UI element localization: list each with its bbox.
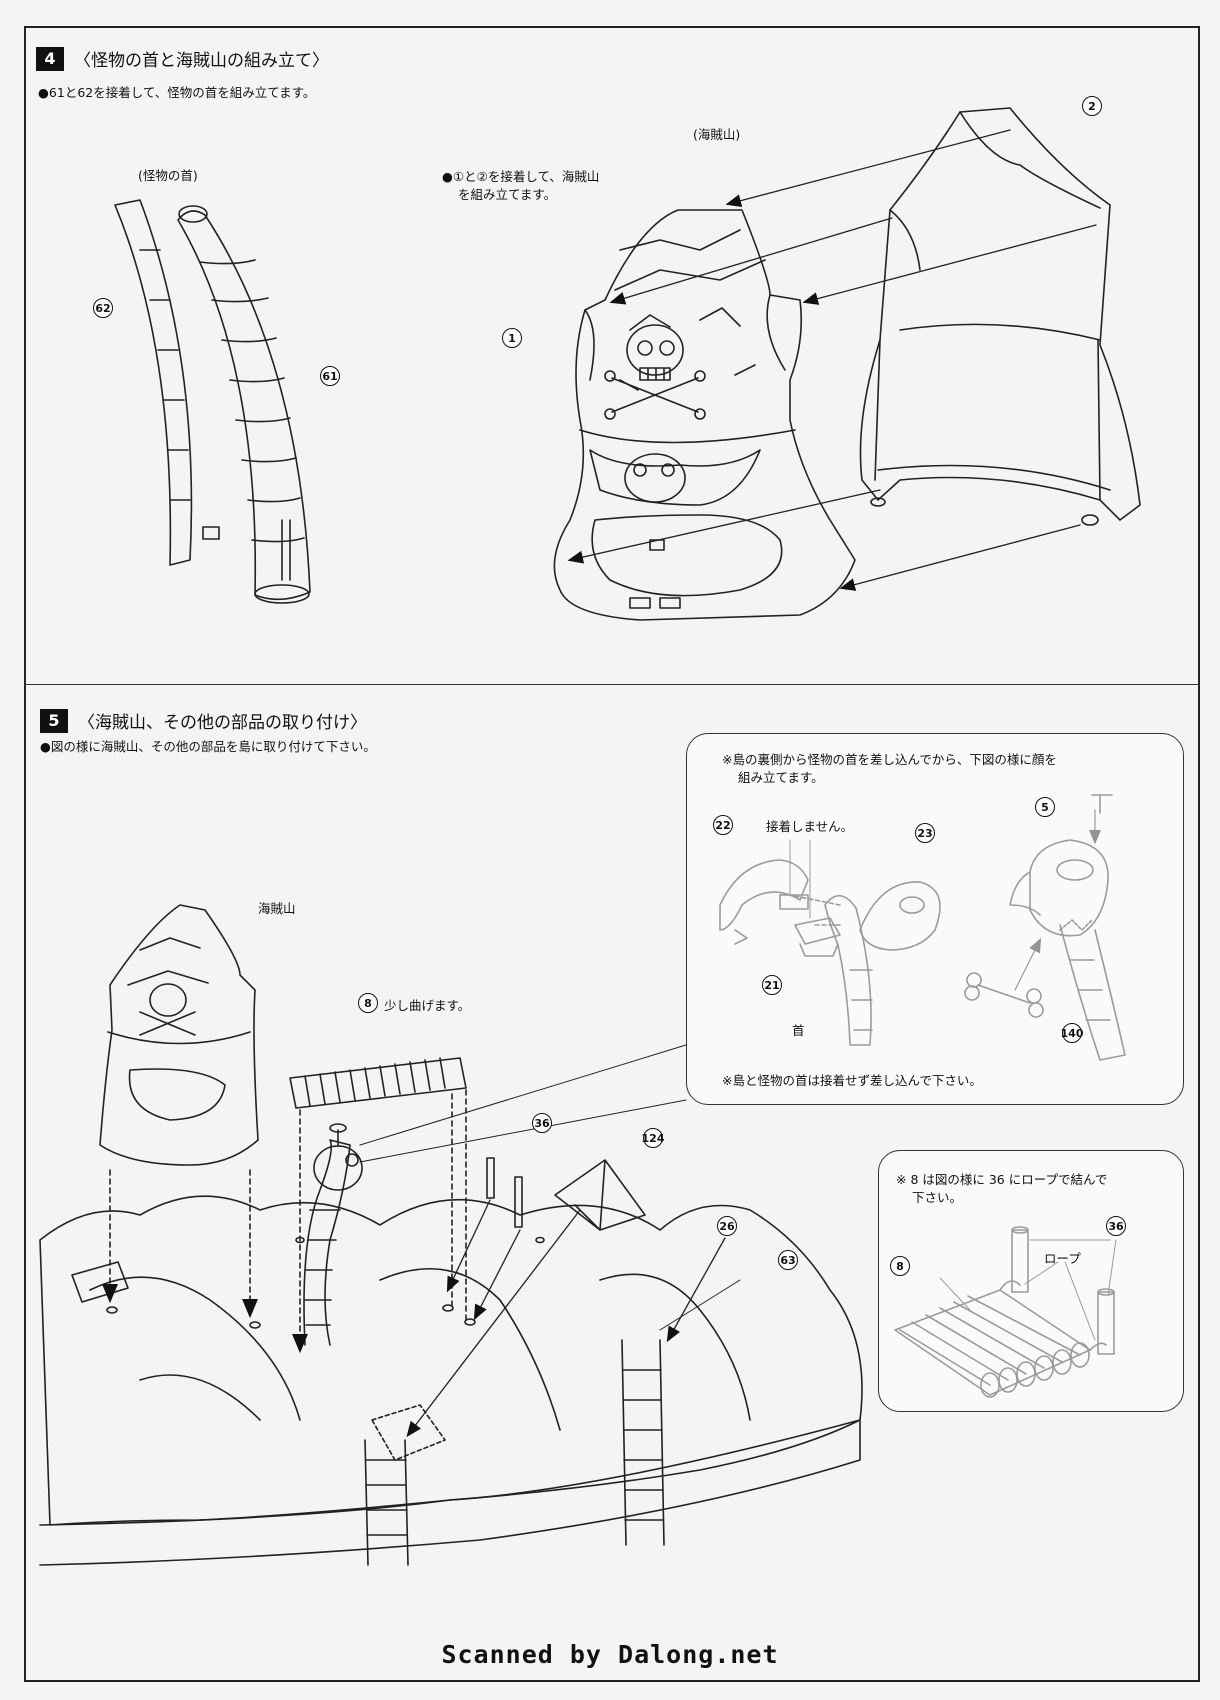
part-2-callout: 2	[1082, 96, 1102, 116]
rope-label: ロープ	[1044, 1251, 1081, 1266]
small-pirate-mountain-drawing	[100, 905, 258, 1165]
mountain-note-line-2: を組み立てます。	[458, 187, 557, 202]
part-8-callout: 8	[358, 993, 378, 1013]
neck-head-inset	[686, 733, 1184, 1105]
section-4-title: 〈怪物の首と海賊山の組み立て〉	[74, 51, 329, 71]
ladder-26-drawing	[622, 1340, 664, 1545]
section-4-header: 4 〈怪物の首と海賊山の組み立て〉	[36, 46, 329, 71]
page-frame	[24, 26, 1200, 1682]
part-22-callout: 22	[713, 815, 733, 835]
section-5-title: 〈海賊山、その他の部品の取り付け〉	[78, 713, 367, 733]
part-63-callout: 63	[778, 1250, 798, 1270]
post-36-b-drawing	[515, 1177, 522, 1227]
rope-bridge-inset	[878, 1150, 1184, 1412]
mountain-assembly-note: ●①と②を接着して、海賊山 を組み立てます。	[442, 168, 599, 204]
part-62-callout: 62	[93, 298, 113, 318]
part-36-callout: 36	[532, 1113, 552, 1133]
part-5-callout: 5	[1035, 797, 1055, 817]
section-5-number: 5	[40, 708, 68, 733]
pirate-mountain-front-drawing	[554, 210, 855, 620]
inset-1-note: ※島の裏側から怪物の首を差し込んでから、下図の様に顔を 組み立てます。	[722, 751, 1057, 787]
part-1-callout: 1	[502, 328, 522, 348]
bend-label: 少し曲げます。	[384, 998, 471, 1013]
inset-2-note: ※ 8 は図の様に 36 にロープで結んで 下さい。	[896, 1171, 1107, 1207]
inset-1-bottom-note: ※島と怪物の首は接着せず差し込んで下さい。	[722, 1073, 982, 1088]
part-124-callout: 124	[642, 1128, 664, 1148]
post-36-a-drawing	[487, 1158, 494, 1198]
part-61-callout: 61	[320, 366, 340, 386]
rope-bridge-8-drawing	[290, 1058, 466, 1108]
section-4-note: ●61と62を接着して、怪物の首を組み立てます。	[38, 85, 316, 100]
part-21-callout: 21	[762, 975, 782, 995]
pirate-mountain-back-drawing	[860, 108, 1140, 525]
no-glue-label: 接着しません。	[766, 819, 854, 834]
inset-2-part-8-callout: 8	[890, 1256, 910, 1276]
island-monster-neck-drawing	[304, 1124, 362, 1345]
inset-1-note-line-2: 組み立てます。	[738, 770, 824, 785]
mountain-note-line-1: ●①と②を接着して、海賊山	[442, 169, 600, 184]
island-drawing	[40, 1196, 862, 1565]
part-26-callout: 26	[717, 1216, 737, 1236]
inset-2-part-36-callout: 36	[1106, 1216, 1126, 1236]
inset-2-note-line-2: 下さい。	[912, 1190, 963, 1205]
part-23-callout: 23	[915, 823, 935, 843]
section-5-note: ●図の様に海賊山、その他の部品を島に取り付けて下さい。	[40, 739, 376, 754]
monster-neck-label: (怪物の首)	[138, 168, 198, 183]
scanned-by-footer: Scanned by Dalong.net	[441, 1640, 779, 1669]
section-4-number: 4	[36, 46, 64, 71]
section-divider	[24, 684, 1200, 685]
ladder-63-drawing	[365, 1440, 408, 1565]
inset-1-note-line-1: ※島の裏側から怪物の首を差し込んでから、下図の様に顔を	[722, 752, 1057, 767]
section-5-header: 5 〈海賊山、その他の部品の取り付け〉	[40, 708, 367, 733]
monster-neck-drawing	[115, 200, 310, 603]
tent-124-drawing	[555, 1160, 645, 1230]
pirate-mountain-label: (海賊山)	[693, 127, 741, 142]
neck-label: 首	[792, 1023, 805, 1038]
part-140-callout: 140	[1061, 1023, 1083, 1043]
small-mountain-label: 海賊山	[258, 901, 296, 916]
inset-2-note-line-1: ※ 8 は図の様に 36 にロープで結んで	[896, 1172, 1108, 1187]
